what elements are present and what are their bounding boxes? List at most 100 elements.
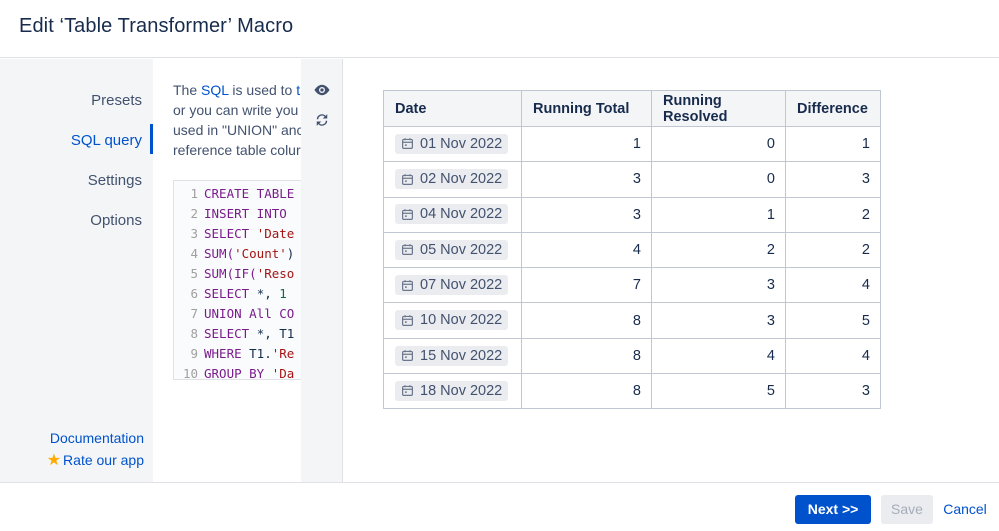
- code-token: SELECT: [204, 326, 257, 341]
- date-lozenge: 18 Nov 2022: [395, 380, 509, 401]
- code-token: CREATE TABLE: [204, 186, 295, 201]
- date-lozenge: 01 Nov 2022: [395, 133, 509, 154]
- date-lozenge: 15 Nov 2022: [395, 345, 509, 366]
- date-text: 18 Nov 2022: [420, 382, 503, 399]
- running-resolved-cell: 1: [651, 196, 786, 233]
- running-resolved-cell: 3: [651, 302, 786, 339]
- date-lozenge: 02 Nov 2022: [395, 169, 509, 190]
- difference-cell: 4: [785, 267, 881, 304]
- dialog-header: Edit ‘Table Transformer’ Macro: [0, 0, 999, 58]
- column-header-running-resolved: Running Resolved: [651, 90, 786, 127]
- column-header-difference: Difference: [785, 90, 881, 127]
- running-resolved-cell: 4: [651, 337, 786, 375]
- calendar-icon: [402, 173, 413, 185]
- desc-line: or you can write you: [173, 102, 299, 118]
- date-lozenge: 05 Nov 2022: [395, 239, 509, 260]
- date-text: 04 Nov 2022: [420, 206, 503, 223]
- running-total-cell: 8: [521, 373, 652, 410]
- date-cell: 02 Nov 2022: [383, 161, 522, 198]
- calendar-icon: [402, 138, 413, 150]
- sidebar-item-options[interactable]: Options: [90, 212, 142, 229]
- code-token: 'Re: [271, 346, 295, 361]
- date-lozenge: 07 Nov 2022: [395, 275, 509, 296]
- running-total-cell: 8: [521, 302, 652, 339]
- line-number: 8: [190, 326, 198, 341]
- next-button[interactable]: Next >>: [795, 495, 871, 524]
- code-token: SUM(IF(: [204, 266, 257, 281]
- line-number: 5: [190, 266, 198, 281]
- documentation-link[interactable]: Documentation: [49, 430, 144, 446]
- running-resolved-cell: 0: [651, 125, 786, 163]
- calendar-icon: [402, 209, 413, 220]
- calendar-icon: [402, 279, 413, 291]
- date-text: 15 Nov 2022: [420, 347, 503, 364]
- code-token: GROUP BY: [204, 366, 272, 380]
- rate-app-label: Rate our app: [63, 452, 144, 468]
- calendar-icon: [402, 350, 413, 362]
- sidebar-item-sql-query[interactable]: SQL query: [70, 132, 142, 149]
- sql-description: The SQL is used to tr or you can write y…: [173, 80, 301, 160]
- transform-link[interactable]: tr: [296, 82, 301, 98]
- calendar-icon: [402, 385, 413, 397]
- date-cell: 18 Nov 2022: [383, 373, 522, 410]
- calendar-icon: [402, 244, 413, 256]
- eye-icon[interactable]: [313, 81, 331, 99]
- refresh-icon[interactable]: [313, 111, 331, 129]
- sql-editor-panel: The SQL is used to tr or you can write y…: [153, 59, 301, 482]
- date-lozenge: 10 Nov 2022: [395, 310, 509, 331]
- running-resolved-cell: 3: [651, 267, 786, 304]
- difference-cell: 1: [785, 125, 881, 163]
- sidebar-item-presets[interactable]: Presets: [91, 92, 142, 109]
- sql-link[interactable]: SQL: [201, 82, 229, 98]
- dialog-footer: Next >> Save Cancel: [0, 482, 999, 531]
- line-number: 9: [190, 346, 198, 361]
- save-button[interactable]: Save: [881, 495, 933, 524]
- result-table: Date Running Total Running Resolved Diff…: [383, 90, 881, 410]
- code-token: UNION All CO: [204, 306, 295, 321]
- line-number: 6: [190, 286, 198, 301]
- date-cell: 01 Nov 2022: [383, 125, 522, 163]
- running-resolved-cell: 0: [651, 161, 786, 198]
- difference-cell: 3: [785, 373, 881, 410]
- rate-app-link[interactable]: ★Rate our app: [47, 450, 144, 470]
- difference-cell: 2: [785, 196, 881, 233]
- date-text: 01 Nov 2022: [420, 135, 503, 152]
- date-cell: 15 Nov 2022: [383, 337, 522, 375]
- difference-cell: 4: [785, 337, 881, 375]
- difference-cell: 2: [785, 231, 881, 269]
- date-text: 07 Nov 2022: [420, 277, 503, 294]
- sidebar: Presets SQL query Settings Options Docum…: [0, 59, 153, 482]
- preview-toolbar: [301, 59, 343, 482]
- table-header-row: Date Running Total Running Resolved Diff…: [383, 90, 881, 127]
- cancel-button[interactable]: Cancel: [943, 501, 987, 517]
- star-icon: ★: [46, 452, 62, 469]
- result-preview: Date Running Total Running Resolved Diff…: [343, 59, 999, 482]
- sidebar-item-settings[interactable]: Settings: [87, 172, 142, 189]
- date-cell: 07 Nov 2022: [383, 267, 522, 304]
- difference-cell: 5: [785, 302, 881, 339]
- running-total-cell: 3: [521, 196, 652, 233]
- difference-cell: 3: [785, 161, 881, 198]
- date-text: 05 Nov 2022: [420, 241, 503, 258]
- date-cell: 10 Nov 2022: [383, 302, 522, 339]
- running-resolved-cell: 5: [651, 373, 786, 410]
- running-total-cell: 3: [521, 161, 652, 198]
- code-token: 1: [279, 286, 287, 301]
- code-token: *, T1: [256, 326, 295, 341]
